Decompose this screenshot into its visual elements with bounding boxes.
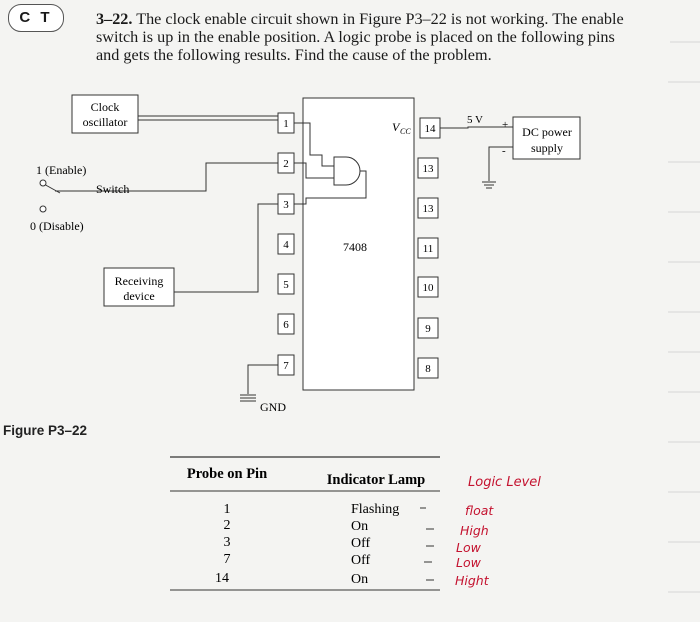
vcc-subscript: CC (400, 127, 411, 136)
right-pin-label: 13 (423, 203, 435, 215)
and-gate-symbol (333, 156, 361, 186)
left-pin-label: 2 (283, 158, 289, 170)
left-pin-label: 3 (283, 199, 289, 211)
minus-label: - (502, 145, 506, 157)
receiving-label-line2: device (123, 289, 154, 303)
margin-lines (668, 41, 700, 593)
table-cell-pin: 14 (215, 571, 229, 586)
left-pin-label: 4 (283, 239, 289, 251)
table-cell-lamp: Flashing (351, 502, 399, 517)
five-volt-label: 5 V (467, 114, 483, 126)
receiving-device-box (103, 267, 175, 307)
right-pin-label: 8 (425, 363, 431, 375)
table-cell-pin: 2 (224, 518, 231, 533)
table-cell-logic-level: Hight (455, 573, 490, 588)
enable-label: 1 (Enable) (36, 163, 86, 177)
table-cell-lamp: On (351, 519, 368, 534)
dc-label-line1: DC power (522, 125, 572, 139)
right-pin-label: 11 (423, 243, 434, 255)
ic-7408-body (302, 97, 415, 391)
disable-label: 0 (Disable) (30, 219, 84, 233)
table-header-logic-level: Logic Level (468, 475, 541, 490)
table-cell-pin: 3 (224, 535, 231, 550)
ct-badge: C T (8, 4, 64, 32)
table-header-lamp: Indicator Lamp (327, 472, 425, 488)
table-cell-pin: 1 (224, 502, 231, 517)
left-pin-label: 7 (283, 360, 289, 372)
table-cell-logic-level: Low (456, 540, 482, 555)
dc-power-supply-box (512, 116, 581, 160)
clock-oscillator-box (71, 94, 139, 134)
switch-label: Switch (96, 182, 129, 196)
dc-label-line2: supply (531, 141, 563, 155)
left-pin-label: 6 (283, 319, 289, 331)
vcc-label: V (392, 120, 401, 134)
problem-text: The clock enable circuit shown in Figure… (96, 10, 624, 64)
table-cell-lamp: On (351, 572, 368, 587)
table-cell-lamp: Off (351, 553, 371, 568)
left-pin-label: 5 (283, 279, 289, 291)
clock-label-line1: Clock (91, 100, 120, 114)
table-cell-logic-level: High (460, 523, 489, 538)
right-pin-label: 14 (425, 123, 437, 135)
left-pin-label: 1 (283, 118, 289, 130)
figure-label: Figure P3–22 (3, 423, 88, 438)
right-pin-label: 10 (423, 282, 435, 294)
gnd-label: GND (260, 400, 286, 414)
right-pin-label: 13 (423, 163, 435, 175)
clock-label-line2: oscillator (83, 115, 128, 129)
problem-statement: 3–22. The clock enable circuit shown in … (96, 10, 636, 64)
plus-label: + (502, 119, 508, 131)
right-pin-label: 9 (425, 323, 431, 335)
chip-label: 7408 (343, 240, 367, 254)
table-cell-lamp: Off (351, 536, 371, 551)
problem-number: 3–22. (96, 10, 133, 28)
table-cell-logic-level: float (465, 503, 494, 518)
table-cell-pin: 7 (224, 552, 231, 567)
table-cell-logic-level: Low (456, 555, 482, 570)
table-header-pin: Probe on Pin (187, 466, 267, 482)
receiving-label-line1: Receiving (115, 274, 164, 288)
